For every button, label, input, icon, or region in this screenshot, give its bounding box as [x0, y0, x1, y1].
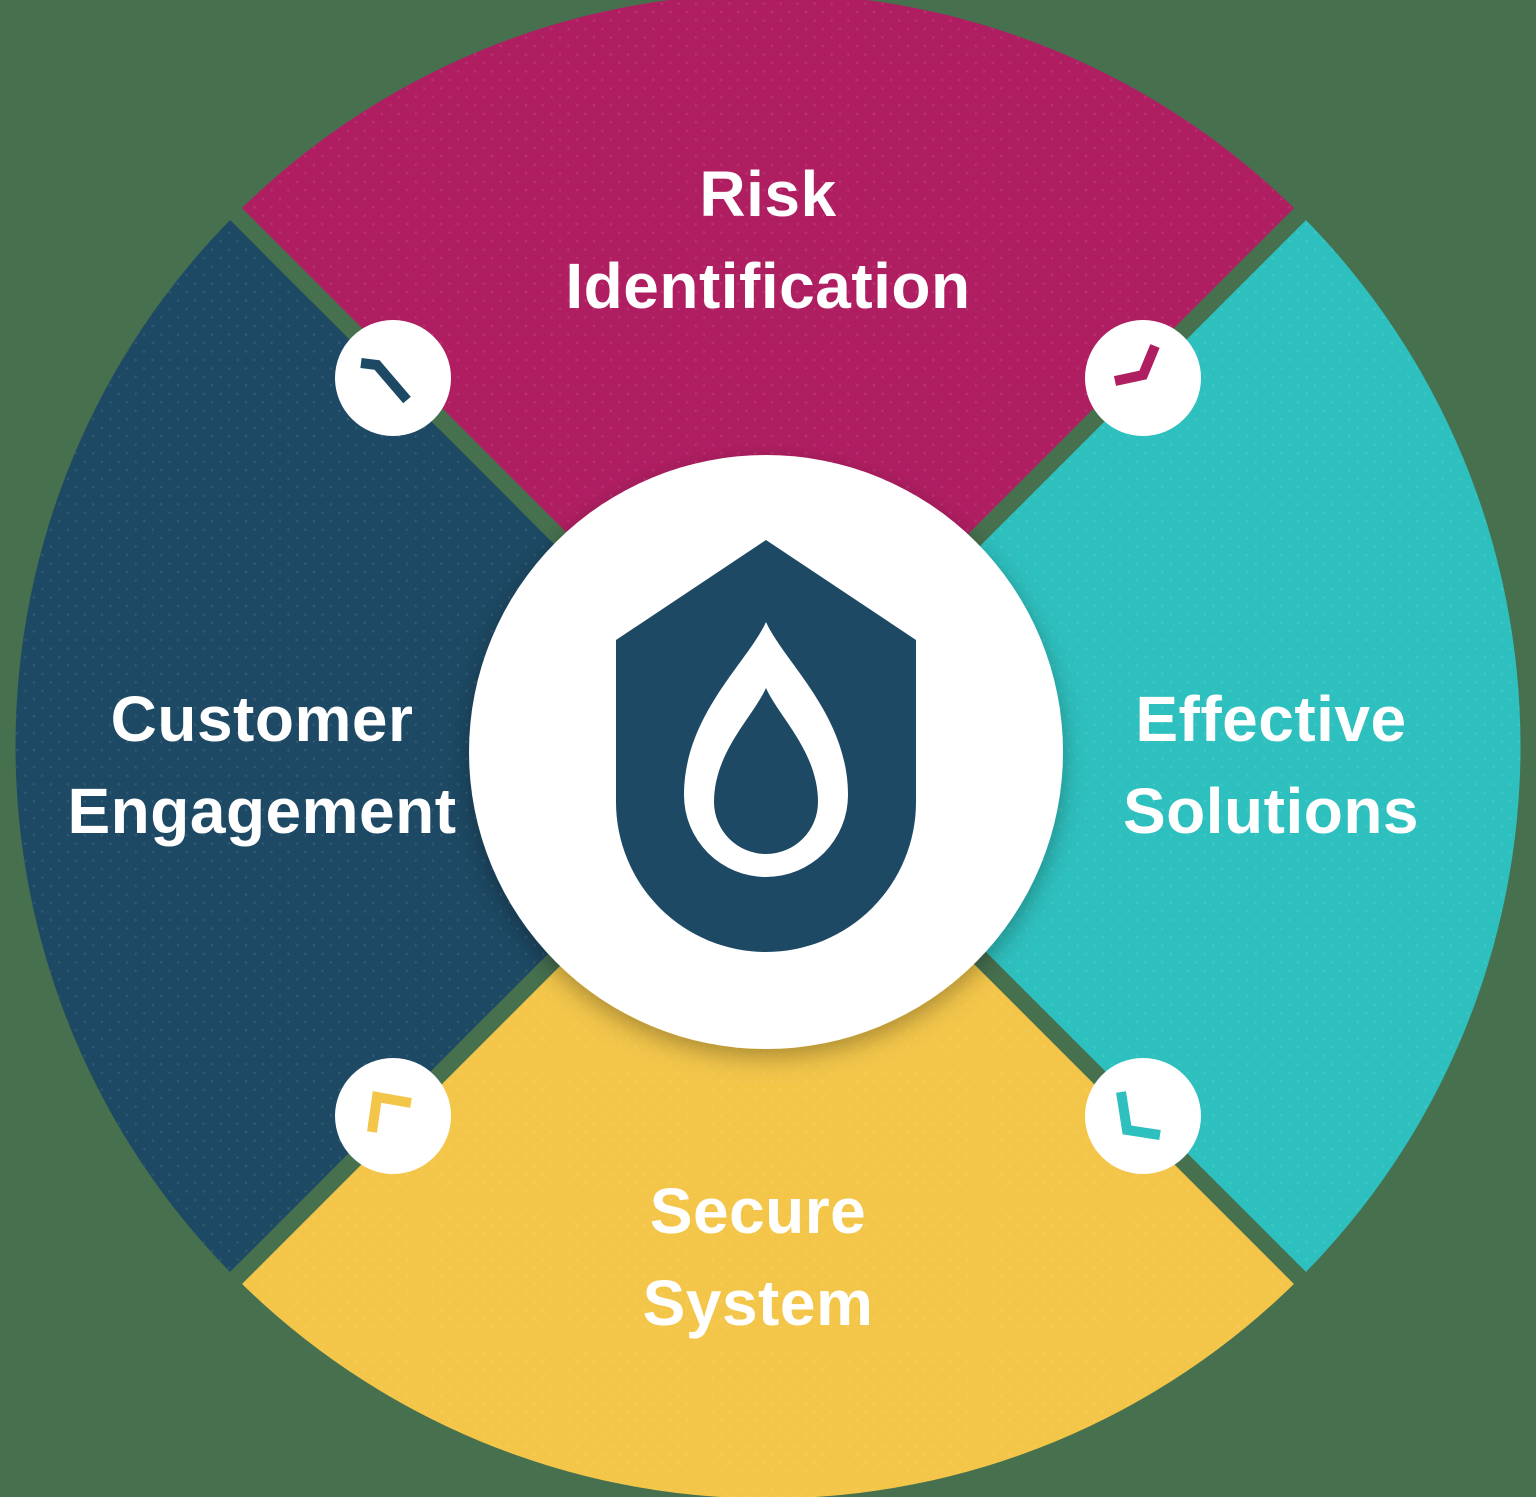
label-line: Customer	[110, 682, 414, 755]
clock-hands-icon	[367, 1091, 412, 1133]
connector-bottom-right	[1085, 1058, 1201, 1174]
label-line: Effective	[1135, 682, 1407, 755]
connector-circle	[1085, 1058, 1201, 1174]
label-line: Identification	[565, 250, 971, 322]
label-line: Engagement	[67, 775, 457, 847]
quadrant-label-secure-system: Secure System	[643, 1165, 874, 1349]
quadrant-label-effective-solutions: Effective Solutions	[1123, 673, 1419, 857]
connector-top-left	[335, 320, 451, 436]
clock-hands-icon	[1116, 1091, 1161, 1140]
connector-bottom-left	[335, 1058, 451, 1174]
clock-hands-icon	[1113, 344, 1160, 386]
label-line: Risk	[699, 157, 837, 230]
connector-circle	[335, 1058, 451, 1174]
label-line: System	[642, 1267, 874, 1339]
label-line: Secure	[649, 1174, 867, 1247]
quadrant-label-customer-engagement: Customer Engagement	[67, 673, 456, 857]
connector-top-right	[1085, 320, 1201, 436]
quadrant-label-risk-identification: Risk Identification	[565, 148, 970, 332]
water-drop-icon	[714, 688, 818, 854]
clock-hands-icon	[360, 358, 411, 404]
label-line: Solutions	[1122, 775, 1420, 847]
shield-water-drop-logo	[616, 540, 916, 952]
